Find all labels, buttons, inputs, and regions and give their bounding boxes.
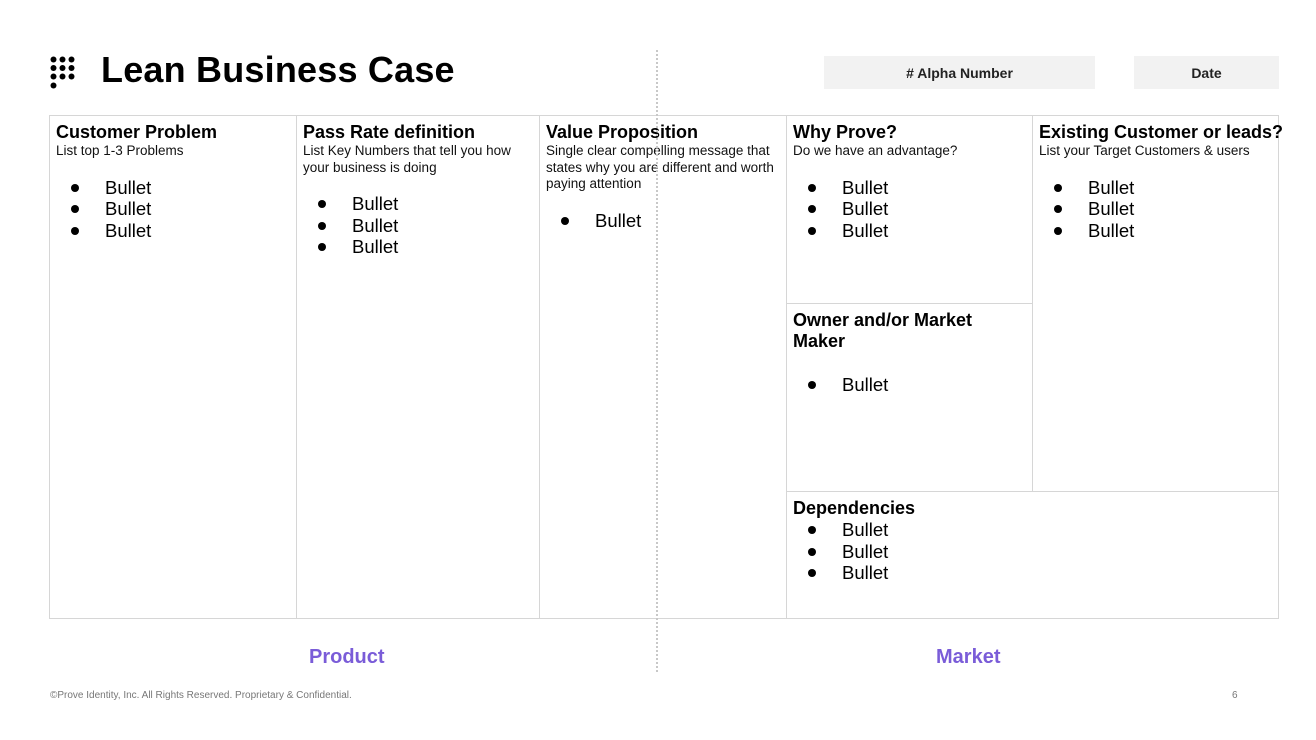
bullet-dot-icon bbox=[808, 205, 816, 213]
cell-title: Value Proposition bbox=[546, 122, 699, 142]
bullet-list: Bullet Bullet Bullet bbox=[303, 193, 539, 258]
bullet-dot-icon bbox=[318, 221, 326, 230]
existing-customers-cell[interactable]: Existing Customer or leads? List your Ta… bbox=[1032, 115, 1284, 492]
value-proposition-cell[interactable]: Value Proposition Single clear compellin… bbox=[539, 115, 787, 619]
cell-description: Do we have an advantage? bbox=[793, 143, 958, 158]
bullet-item: Bullet bbox=[1039, 220, 1278, 242]
bullet-list: Bullet bbox=[546, 210, 786, 232]
bullet-item: Bullet bbox=[303, 215, 539, 237]
bullet-dot-icon bbox=[561, 216, 569, 225]
cell-title: Why Prove? bbox=[793, 122, 898, 142]
bullet-dot-icon bbox=[808, 569, 816, 577]
why-prove-cell[interactable]: Why Prove? Do we have an advantage? Bull… bbox=[786, 115, 1033, 304]
cell-description: List Key Numbers that tell you how your … bbox=[303, 143, 511, 175]
customer-problem-cell[interactable]: Customer Problem List top 1-3 Problems B… bbox=[49, 115, 297, 619]
bullet-dot-icon bbox=[71, 205, 79, 213]
dependencies-cell[interactable]: Dependencies Bullet Bullet Bullet bbox=[786, 491, 1279, 619]
pass-rate-cell[interactable]: Pass Rate definition List Key Numbers th… bbox=[296, 115, 540, 619]
bullet-item: Bullet bbox=[303, 236, 539, 258]
bullet-item: Bullet bbox=[1039, 198, 1278, 220]
bullet-list: Bullet Bullet Bullet bbox=[793, 519, 1278, 584]
bullet-dot-icon bbox=[1054, 226, 1062, 235]
bullet-item: Bullet bbox=[793, 177, 1032, 199]
bullet-item: Bullet bbox=[56, 177, 296, 199]
page-title: Lean Business Case bbox=[101, 49, 455, 90]
bullet-item: Bullet bbox=[546, 210, 786, 232]
bullet-list: Bullet Bullet Bullet bbox=[56, 177, 296, 242]
bullet-item: Bullet bbox=[793, 541, 1278, 563]
bullet-dot-icon bbox=[71, 183, 79, 192]
cell-title: Owner and/or Market Maker bbox=[793, 310, 973, 351]
bullet-list: Bullet bbox=[793, 374, 1032, 396]
bullet-dot-icon bbox=[318, 243, 326, 251]
alpha-number-label: # Alpha Number bbox=[906, 64, 1013, 81]
bullet-dot-icon bbox=[808, 183, 816, 192]
bullet-list: Bullet Bullet Bullet bbox=[793, 177, 1032, 242]
date-label: Date bbox=[1191, 64, 1222, 81]
cell-description: List your Target Customers & users bbox=[1039, 143, 1250, 158]
page-number: 6 bbox=[1232, 690, 1238, 701]
bullet-item: Bullet bbox=[56, 220, 296, 242]
bullet-list: Bullet Bullet Bullet bbox=[1039, 177, 1278, 242]
copyright-text: ©Prove Identity, Inc. All Rights Reserve… bbox=[50, 690, 352, 701]
bullet-item: Bullet bbox=[793, 519, 1278, 541]
bullet-item: Bullet bbox=[1039, 177, 1278, 199]
bullet-item: Bullet bbox=[793, 220, 1032, 242]
product-section-label: Product bbox=[309, 646, 385, 668]
bullet-dot-icon bbox=[318, 200, 326, 208]
bullet-dot-icon bbox=[1054, 183, 1062, 192]
market-section-label: Market bbox=[936, 646, 1001, 668]
alpha-number-field[interactable]: # Alpha Number bbox=[824, 56, 1095, 89]
bullet-dot-icon bbox=[808, 226, 816, 235]
cell-title: Pass Rate definition bbox=[303, 122, 476, 142]
owner-market-maker-cell[interactable]: Owner and/or Market Maker Bullet bbox=[786, 303, 1033, 492]
date-field[interactable]: Date bbox=[1134, 56, 1279, 89]
cell-title: Customer Problem bbox=[56, 122, 218, 142]
bullet-dot-icon bbox=[808, 547, 816, 556]
bullet-item: Bullet bbox=[303, 193, 539, 215]
cell-title: Existing Customer or leads? bbox=[1039, 122, 1284, 142]
bullet-item: Bullet bbox=[793, 198, 1032, 220]
cell-description: Single clear compelling message that sta… bbox=[546, 143, 774, 191]
prove-logo-icon bbox=[50, 56, 75, 89]
cell-description: List top 1-3 Problems bbox=[56, 143, 184, 158]
bullet-item: Bullet bbox=[793, 562, 1278, 584]
bullet-dot-icon bbox=[1054, 205, 1062, 213]
bullet-dot-icon bbox=[71, 226, 79, 235]
bullet-item: Bullet bbox=[793, 374, 1032, 396]
bullet-item: Bullet bbox=[56, 198, 296, 220]
bullet-dot-icon bbox=[808, 381, 816, 389]
cell-title: Dependencies bbox=[793, 498, 916, 518]
center-divider bbox=[656, 50, 658, 672]
bullet-dot-icon bbox=[808, 526, 816, 534]
